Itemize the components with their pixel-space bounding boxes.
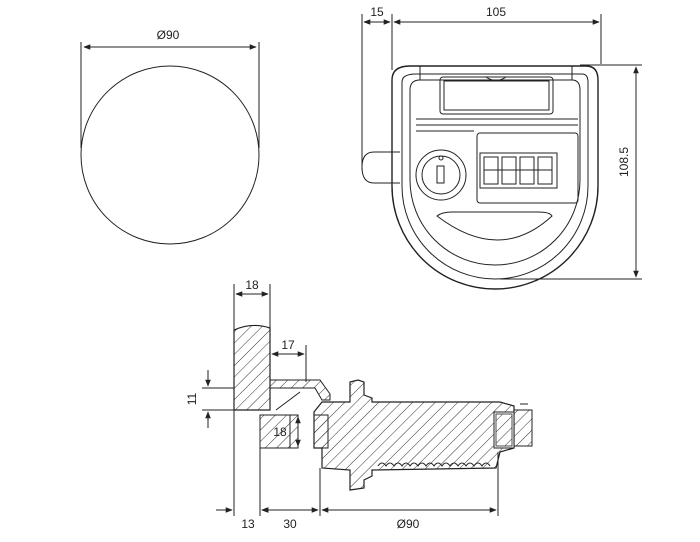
dim-108-label: 108.5 <box>617 147 631 177</box>
sec-dim-18-label: 18 <box>245 278 259 292</box>
door-panel-section <box>233 324 271 411</box>
sec-dim-13-label: 13 <box>241 517 255 531</box>
dim-105-label: 105 <box>486 5 506 19</box>
combination-window <box>476 132 579 204</box>
sec-dim-11-label: 11 <box>185 392 199 405</box>
grip-slot <box>436 211 553 241</box>
lock-view: 15 105 108.5 <box>361 5 642 290</box>
section-view: 18 17 11 18 <box>185 278 533 531</box>
sec-dim-17-label: 17 <box>281 338 295 352</box>
knob-circle <box>80 65 260 245</box>
right-flange <box>513 409 533 447</box>
lock-body-section <box>313 379 515 491</box>
mounting-bracket <box>269 379 331 401</box>
front-diameter-label: Ø90 <box>157 28 180 42</box>
keyhole <box>436 165 445 184</box>
dim-15-label: 15 <box>370 5 384 19</box>
lock-body-inner <box>401 73 589 280</box>
display-window <box>439 76 554 115</box>
front-view: Ø90 <box>80 28 260 245</box>
sec-dim-30-label: 30 <box>283 517 297 531</box>
bolt-stub <box>361 151 400 184</box>
key-cylinder <box>415 149 467 201</box>
inner-block <box>259 414 299 449</box>
sec-dim-18b-label: 18 <box>273 425 287 439</box>
lock-face <box>409 79 581 266</box>
sec-dim-90-label: Ø90 <box>397 517 420 531</box>
lock-body-outer <box>391 65 599 290</box>
